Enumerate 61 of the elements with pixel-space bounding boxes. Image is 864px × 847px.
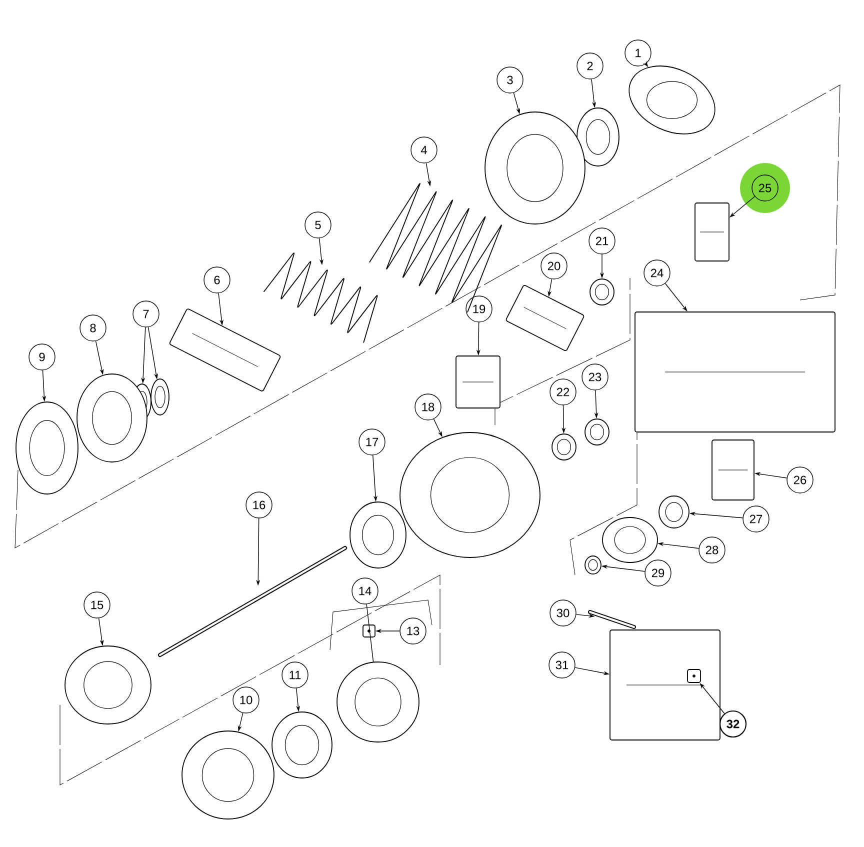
callout-number: 23 bbox=[582, 364, 608, 390]
callout-number: 24 bbox=[644, 260, 670, 286]
callout-number: 25 bbox=[752, 174, 778, 202]
ring-drawing bbox=[16, 402, 78, 494]
callout-number: 29 bbox=[644, 560, 672, 586]
callout-number: 28 bbox=[698, 536, 726, 564]
callout-number: 7 bbox=[132, 300, 160, 328]
callout-number: 20 bbox=[540, 252, 568, 280]
callout-number: 11 bbox=[282, 662, 308, 688]
part-drawing bbox=[456, 356, 500, 408]
callout-number: 17 bbox=[358, 428, 386, 456]
callout-number: 1 bbox=[624, 40, 652, 66]
callout-number: 26 bbox=[786, 466, 814, 494]
ring-drawing bbox=[150, 378, 170, 416]
part-drawing bbox=[362, 624, 376, 638]
part-drawing bbox=[610, 630, 720, 740]
callout-number: 22 bbox=[550, 378, 576, 406]
callout-number: 31 bbox=[548, 652, 576, 678]
part-drawing bbox=[687, 669, 701, 683]
callout-number: 18 bbox=[414, 394, 442, 420]
callout-number: 16 bbox=[246, 492, 272, 518]
rod-drawing bbox=[158, 546, 347, 657]
ring-drawing bbox=[350, 502, 406, 568]
ring-drawing bbox=[76, 374, 148, 462]
callout-number: 8 bbox=[80, 314, 106, 342]
callout-number: 4 bbox=[410, 136, 438, 164]
part-drawing bbox=[169, 308, 281, 392]
ring-drawing bbox=[590, 278, 614, 306]
callout-number: 10 bbox=[232, 686, 260, 714]
callout-number: 9 bbox=[28, 344, 56, 370]
ring-drawing bbox=[336, 662, 420, 742]
ring-drawing bbox=[628, 66, 716, 134]
ring-drawing bbox=[602, 517, 658, 563]
spring-drawing bbox=[263, 252, 378, 344]
callout-number: 6 bbox=[204, 266, 230, 294]
ring-drawing bbox=[658, 496, 690, 528]
rod-drawing bbox=[588, 610, 636, 629]
part-drawing bbox=[506, 284, 584, 351]
ring-drawing bbox=[576, 108, 620, 166]
callout-number: 21 bbox=[588, 228, 616, 254]
callout-number: 5 bbox=[304, 212, 332, 238]
spring-drawing bbox=[368, 182, 502, 313]
part-drawing bbox=[694, 202, 730, 262]
part-drawing bbox=[712, 440, 754, 500]
ring-drawing bbox=[272, 712, 332, 778]
callout-number: 14 bbox=[352, 578, 378, 604]
callout-number: 19 bbox=[466, 296, 492, 322]
leader-line bbox=[366, 604, 374, 662]
callout-number: 3 bbox=[496, 66, 524, 94]
ring-drawing bbox=[584, 556, 602, 574]
part-drawing bbox=[634, 312, 836, 432]
ring-drawing bbox=[552, 434, 576, 460]
ring-drawing bbox=[400, 432, 540, 558]
ring-drawing bbox=[64, 646, 152, 724]
callout-number: 13 bbox=[400, 618, 426, 644]
ring-drawing bbox=[584, 418, 610, 446]
callout-number: 27 bbox=[742, 506, 770, 532]
callout-number: 30 bbox=[550, 600, 576, 626]
callout-number: 32 bbox=[719, 710, 747, 738]
callout-number: 15 bbox=[84, 592, 110, 618]
callout-number: 2 bbox=[576, 52, 604, 80]
